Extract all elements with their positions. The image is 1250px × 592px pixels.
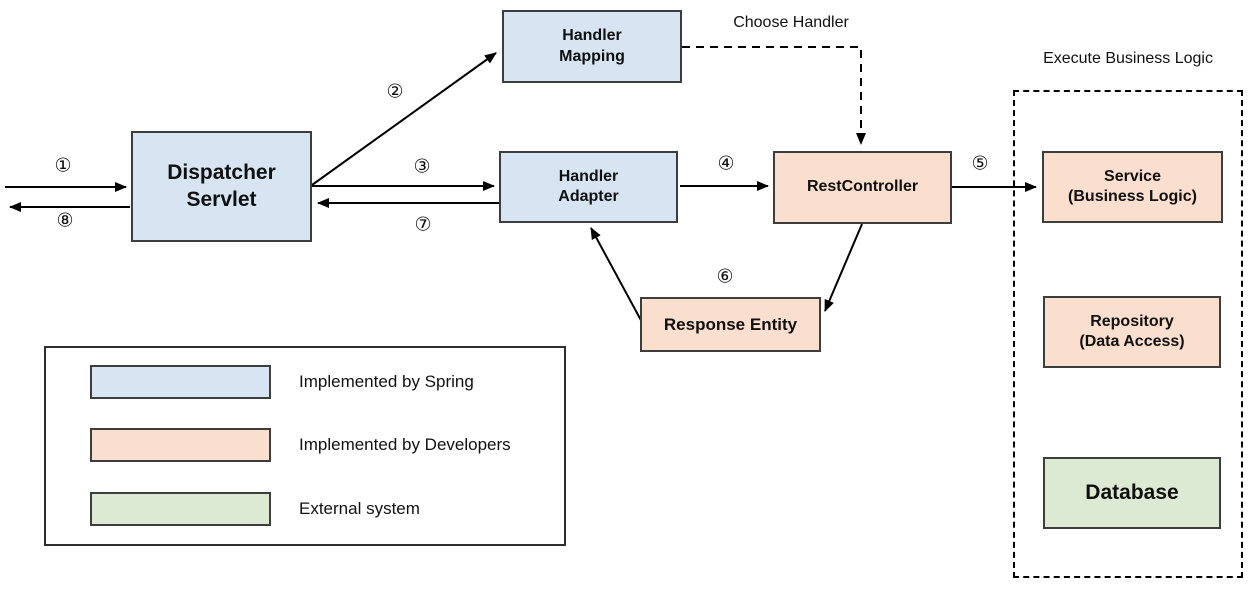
- legend-label: External system: [299, 499, 420, 518]
- arrow-step6-response-entity-to-adapter: [590, 227, 644, 325]
- node-handler-mapping: Handler Mapping: [502, 10, 682, 83]
- step-4-badge: ④: [717, 153, 735, 175]
- step-5-badge: ⑤: [971, 153, 989, 175]
- legend-swatch-spring: [90, 365, 271, 399]
- node-response-entity: Response Entity: [640, 297, 821, 352]
- node-label: RestController: [806, 178, 919, 196]
- arrow-step2-to-handler-mapping: [311, 52, 497, 186]
- step-1-badge: ①: [54, 155, 72, 177]
- node-label: (Business Logic): [1068, 188, 1197, 205]
- node-label: Adapter: [558, 188, 619, 205]
- node-label: Mapping: [559, 47, 625, 65]
- choose-handler-label: Choose Handler: [733, 14, 849, 31]
- legend-label: Implemented by Developers: [299, 435, 511, 454]
- legend: Implemented by Spring Implemented by Dev…: [44, 346, 566, 546]
- node-label: Handler: [558, 167, 619, 185]
- legend-row: External system: [90, 492, 420, 526]
- arrow-restcontroller-to-response-entity: [824, 223, 863, 312]
- node-handler-adapter: Handler Adapter: [499, 151, 678, 223]
- execute-business-logic-label: Execute Business Logic: [1043, 50, 1213, 67]
- step-3-badge: ③: [413, 156, 431, 178]
- step-6-badge: ⑥: [716, 266, 734, 288]
- node-label: Database: [1085, 480, 1179, 504]
- legend-label: Implemented by Spring: [299, 372, 474, 391]
- node-label: Dispatcher: [167, 160, 276, 184]
- node-label: Repository: [1090, 312, 1174, 330]
- step-7-badge: ⑦: [414, 214, 432, 236]
- node-restcontroller: RestController: [773, 151, 952, 224]
- step-2-badge: ②: [386, 81, 404, 103]
- node-label: (Data Access): [1079, 333, 1185, 350]
- node-label: Service: [1104, 167, 1161, 185]
- step-8-badge: ⑧: [56, 210, 74, 232]
- legend-swatch-developers: [90, 428, 271, 462]
- node-database: Database: [1043, 457, 1221, 529]
- dashed-arrow-choose-handler: [682, 46, 866, 145]
- node-repository: Repository (Data Access): [1043, 296, 1221, 368]
- node-label: Servlet: [186, 187, 257, 211]
- legend-row: Implemented by Developers: [90, 428, 511, 462]
- node-dispatcher-servlet: Dispatcher Servlet: [131, 131, 312, 242]
- legend-swatch-external: [90, 492, 271, 526]
- business-logic-group-border: [1013, 90, 1243, 578]
- node-label: Handler: [562, 27, 622, 45]
- node-label: Response Entity: [663, 314, 798, 334]
- node-service: Service (Business Logic): [1042, 151, 1223, 223]
- legend-row: Implemented by Spring: [90, 365, 474, 399]
